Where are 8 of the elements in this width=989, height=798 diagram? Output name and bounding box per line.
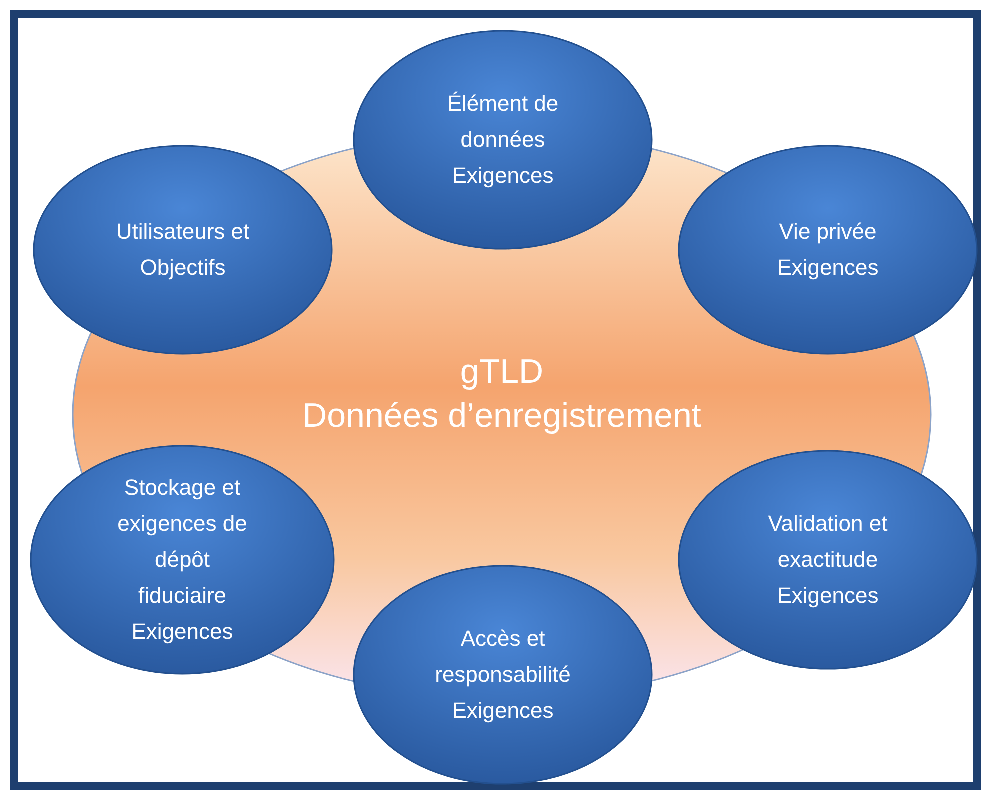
topic-label: Élément de données Exigences xyxy=(446,90,560,190)
topic-label: Validation et exactitude Exigences xyxy=(767,510,889,610)
topic-label: Vie privée Exigences xyxy=(776,218,880,282)
topic-label: Accès et responsabilité Exigences xyxy=(434,625,572,725)
hub-title: gTLD xyxy=(460,352,544,393)
topic-label: Utilisateurs et Objectifs xyxy=(115,218,251,282)
hub-subtitle: Données d’enregistrement xyxy=(302,396,702,437)
topic-label: Stockage et exigences de dépôt fiduciaire Exigences xyxy=(116,474,248,646)
